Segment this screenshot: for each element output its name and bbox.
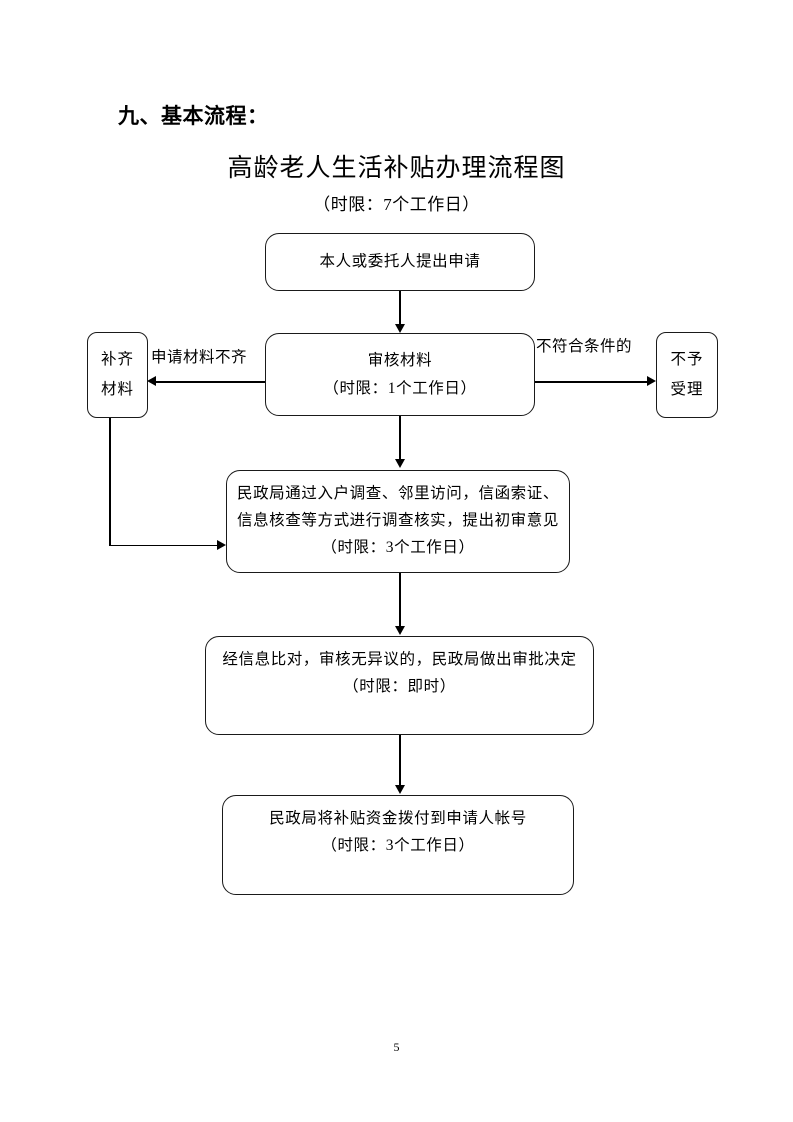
connector-review-to-supplement: [155, 381, 265, 383]
flow-node-investigate-line-3: （时限：3个工作日）: [321, 539, 475, 557]
flow-node-reject-line-2: 受理: [670, 381, 704, 398]
flow-node-supplement: 补齐 材料: [87, 332, 148, 418]
flow-node-disburse-line-2: （时限：3个工作日）: [321, 837, 475, 855]
flow-node-investigate: 民政局通过入户调查、邻里访问，信函索证、 信息核查等方式进行调查核实，提出初审意…: [226, 470, 570, 573]
arrow-investigate-to-approve: [394, 626, 405, 635]
flow-node-supplement-line-2: 材料: [100, 381, 134, 398]
connector-supplement-loop-horizontal: [109, 544, 218, 547]
section-heading: 九、基本流程：: [118, 105, 269, 128]
arrow-apply-to-review: [394, 324, 405, 333]
flow-node-approve-line-1: 经信息比对，审核无异议的，民政局做出审批决定: [222, 651, 577, 668]
flow-node-review-line-2: （时限：1个工作日）: [323, 379, 477, 397]
chart-subtitle: （时限：7个工作日）: [313, 195, 480, 214]
flow-node-reject-line-1: 不予: [670, 350, 704, 368]
connector-approve-to-disburse: [399, 735, 401, 786]
arrow-review-to-investigate: [394, 459, 405, 468]
chart-title: 高龄老人生活补贴办理流程图: [227, 154, 566, 182]
flow-node-investigate-line-2: 信息核查等方式进行调查核实，提出初审意见: [236, 512, 559, 530]
page-number: 5: [393, 1040, 400, 1054]
edge-label-incomplete-materials: 申请材料不齐: [151, 345, 248, 367]
flow-node-approve: 经信息比对，审核无异议的，民政局做出审批决定 （时限：即时）: [205, 636, 594, 735]
connector-review-to-reject: [535, 381, 648, 383]
flow-node-apply: 本人或委托人提出申请: [265, 233, 535, 291]
flow-node-reject: 不予 受理: [656, 332, 718, 418]
flow-node-apply-line-1: 本人或委托人提出申请: [319, 253, 481, 271]
arrow-supplement-to-investigate: [217, 540, 226, 550]
arrow-approve-to-disburse: [394, 785, 405, 794]
flow-node-review-line-1: 审核材料: [367, 352, 433, 370]
flow-node-disburse-line-1: 民政局将补贴资金拨付到申请人帐号: [269, 810, 527, 827]
connector-supplement-loop-vertical: [109, 418, 111, 546]
arrow-review-to-reject: [647, 376, 656, 387]
connector-apply-to-review: [399, 291, 401, 325]
connector-investigate-to-approve: [399, 573, 401, 627]
connector-review-to-investigate: [399, 416, 401, 460]
flow-node-approve-line-2: （时限：即时）: [343, 678, 456, 696]
flow-node-supplement-line-1: 补齐: [100, 350, 134, 368]
edge-label-not-qualified: 不符合条件的: [536, 334, 633, 356]
flow-node-review: 审核材料 （时限：1个工作日）: [265, 333, 535, 416]
flow-node-investigate-line-1: 民政局通过入户调查、邻里访问，信函索证、: [236, 485, 559, 502]
flow-node-disburse: 民政局将补贴资金拨付到申请人帐号 （时限：3个工作日）: [222, 795, 574, 895]
arrow-review-to-supplement: [147, 376, 156, 387]
